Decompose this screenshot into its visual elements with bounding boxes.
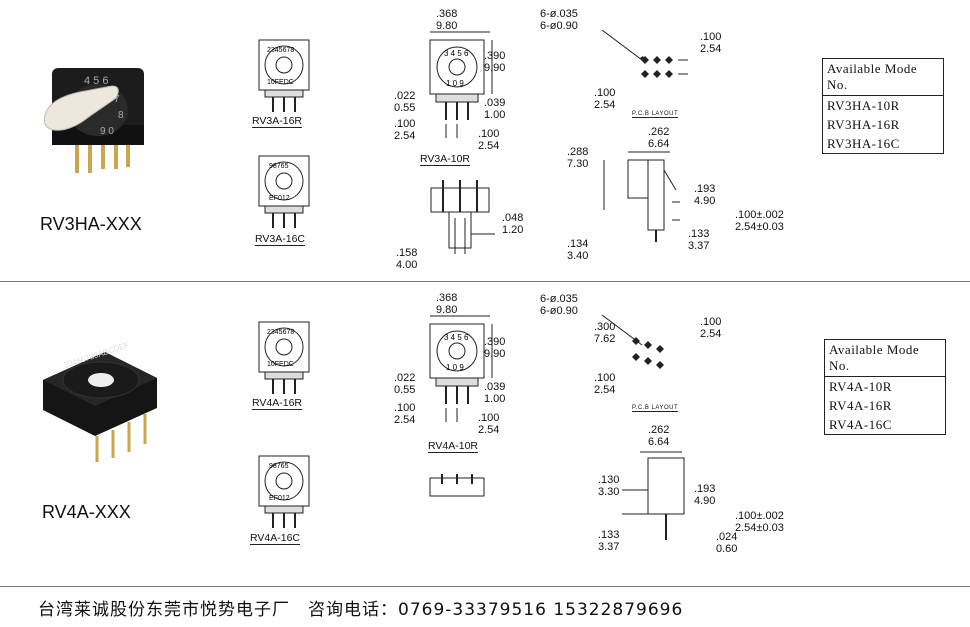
rv3a-16c-front-drawing: 98765 EF012 <box>258 155 310 228</box>
svg-text:EF012: EF012 <box>269 495 290 502</box>
svg-text:EF012: EF012 <box>269 195 290 202</box>
rv4a-product-photo: 23456789ABCDEF <box>43 340 157 462</box>
pcb-layout-holes <box>601 315 664 369</box>
available-mode-item: RV3HA-16R <box>827 117 900 132</box>
caption-16c: RV3A-16C <box>255 233 305 246</box>
model-name: RV4A-XXX <box>42 502 131 522</box>
rv3ha-product-photo: 4 5 6 7 8 9 0 <box>43 68 144 173</box>
caption-16c: RV4A-16C <box>250 532 300 545</box>
rv3a-10r-front-drawing: 3 4 5 6 1 0 9 <box>429 31 493 138</box>
rv4a-side-view <box>622 451 685 540</box>
available-mode-item: RV3HA-16C <box>827 136 900 151</box>
svg-text:3 4 5 6: 3 4 5 6 <box>444 49 469 58</box>
rv3a-bottom-view <box>430 180 495 254</box>
rv3a-16r-front-drawing: 2345678 10FEDC <box>258 39 310 112</box>
pcb-layout-holes <box>601 30 688 78</box>
svg-text:1 0 9: 1 0 9 <box>446 363 464 372</box>
footer-contact: 台湾莱诚股份东莞市悦势电子厂 咨询电话：0769-33379516 153228… <box>38 600 684 620</box>
available-mode-table: Available Mode No. RV3HA-10R RV3HA-16R R… <box>822 58 944 154</box>
svg-text:9 0: 9 0 <box>100 126 114 137</box>
svg-text:4 5 6: 4 5 6 <box>84 75 108 87</box>
svg-text:98765: 98765 <box>269 163 289 170</box>
available-mode-title: Available Mode No. <box>823 59 943 96</box>
rv4a-16r-front-drawing: 2345678 10FEDC <box>258 321 310 394</box>
available-mode-item: RV4A-16C <box>829 417 892 432</box>
rv4a-bottom-view <box>429 474 485 497</box>
model-name: RV3HA-XXX <box>40 214 142 234</box>
footer-divider <box>0 586 970 587</box>
svg-text:7: 7 <box>114 94 120 105</box>
svg-text:2345678: 2345678 <box>267 329 294 336</box>
svg-text:98765: 98765 <box>269 463 289 470</box>
caption-10r: RV3A-10R <box>420 153 470 166</box>
rv3ha-side-view <box>603 151 680 242</box>
svg-text:2345678: 2345678 <box>267 47 294 54</box>
available-mode-item: RV3HA-10R <box>827 98 900 113</box>
available-mode-item: RV4A-16R <box>829 398 892 413</box>
available-mode-title: Available Mode No. <box>825 340 945 377</box>
pcb-layout-label: P.C.B LAYOUT <box>632 405 679 412</box>
available-mode-item: RV4A-10R <box>829 379 892 394</box>
svg-text:1 0 9: 1 0 9 <box>446 79 464 88</box>
caption-16r: RV4A-16R <box>252 397 302 410</box>
svg-text:8: 8 <box>118 110 124 121</box>
pcb-layout-label: P.C.B LAYOUT <box>632 111 679 118</box>
svg-text:3 4 5 6: 3 4 5 6 <box>444 333 469 342</box>
caption-10r: RV4A-10R <box>428 440 478 453</box>
svg-text:10FEDC: 10FEDC <box>267 361 294 368</box>
caption-16r: RV3A-16R <box>252 115 302 128</box>
rv4a-16c-front-drawing: 98765 EF012 <box>258 455 310 528</box>
available-mode-table: Available Mode No. RV4A-10R RV4A-16R RV4… <box>824 339 946 435</box>
svg-text:10FEDC: 10FEDC <box>267 79 294 86</box>
section-divider <box>0 281 970 282</box>
rv4a-10r-front-drawing: 3 4 5 6 1 0 9 <box>429 315 493 422</box>
